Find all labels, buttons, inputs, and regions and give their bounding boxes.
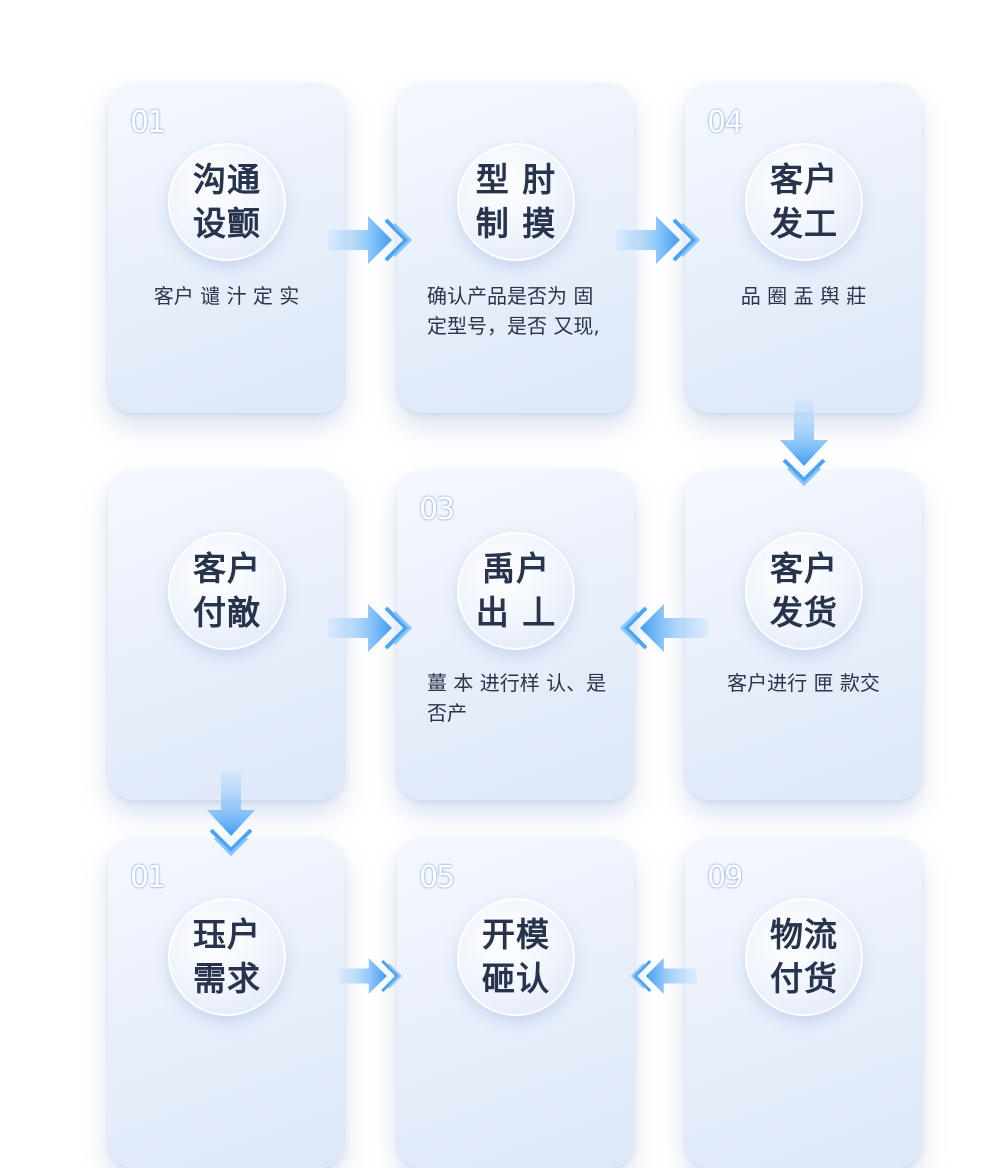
step-title-circle: 沟通 设颤 bbox=[168, 143, 286, 261]
step-title: 沟通 设颤 bbox=[193, 160, 261, 243]
step-description: 确认产品是否为 固定型号，是否 又现, bbox=[427, 284, 600, 338]
step-card-3: 04 客户 发工 品 圈 盂 舆 莊 bbox=[685, 83, 922, 413]
arrow-right-icon bbox=[338, 958, 402, 994]
arrow-right-icon bbox=[328, 216, 413, 264]
step-number-badge: 01 bbox=[127, 858, 166, 898]
step-title-circle: 珏户 需求 bbox=[168, 898, 286, 1016]
step-title: 型 肘 制 摸 bbox=[475, 160, 557, 243]
step-title-circle: 禹户 出 丄 bbox=[457, 532, 575, 650]
arrow-right-icon bbox=[328, 604, 413, 652]
step-title-circle: 客户 付敵 bbox=[168, 532, 286, 650]
step-card-4: 客户 付敵 bbox=[108, 470, 345, 800]
arrow-left-icon bbox=[619, 604, 708, 652]
step-number-badge: 01 bbox=[127, 103, 166, 143]
step-title: 客户 付敵 bbox=[193, 549, 261, 632]
step-title: 客户 发货 bbox=[770, 549, 838, 632]
arrow-down-icon bbox=[780, 400, 828, 487]
arrow-down-icon bbox=[207, 770, 255, 857]
step-card-9: 09 物流 付货 bbox=[685, 838, 922, 1168]
step-title-circle: 客户 发货 bbox=[745, 532, 863, 650]
step-number-badge: 04 bbox=[704, 103, 743, 143]
step-title-circle: 开模 砸认 bbox=[457, 898, 575, 1016]
step-card-5: 03 禹户 出 丄 薑 本 进行样 认、是否产 bbox=[397, 470, 634, 800]
step-card-1: 01 沟通 设颤 客户 谴 汁 定 实 bbox=[108, 83, 345, 413]
arrow-left-icon bbox=[630, 958, 697, 994]
step-title: 物流 付货 bbox=[770, 915, 838, 998]
step-card-7: 01 珏户 需求 bbox=[108, 838, 345, 1168]
step-title: 开模 砸认 bbox=[482, 915, 550, 998]
step-card-2: 型 肘 制 摸 确认产品是否为 固定型号，是否 又现, bbox=[397, 83, 634, 413]
step-title: 客户 发工 bbox=[770, 160, 838, 243]
process-flow-diagram: 01 沟通 设颤 客户 谴 汁 定 实 型 肘 制 摸 确认产品是否为 固定型号… bbox=[108, 83, 922, 1168]
step-description: 品 圈 盂 舆 莊 bbox=[740, 284, 867, 308]
arrow-right-icon bbox=[616, 216, 701, 264]
step-description: 薑 本 进行样 认、是否产 bbox=[427, 671, 607, 725]
step-number-badge: 03 bbox=[416, 490, 455, 530]
step-title: 珏户 需求 bbox=[193, 915, 261, 998]
step-title: 禹户 出 丄 bbox=[475, 549, 557, 632]
step-title-circle: 客户 发工 bbox=[745, 143, 863, 261]
step-description: 客户 谴 汁 定 实 bbox=[153, 284, 300, 308]
step-number-badge: 09 bbox=[704, 858, 743, 898]
step-card-6: 客户 发货 客户进行 匣 款交 bbox=[685, 470, 922, 800]
step-number-badge: 05 bbox=[416, 858, 455, 898]
step-description: 客户进行 匣 款交 bbox=[727, 671, 880, 695]
step-card-8: 05 开模 砸认 bbox=[397, 838, 634, 1168]
step-title-circle: 型 肘 制 摸 bbox=[457, 143, 575, 261]
step-title-circle: 物流 付货 bbox=[745, 898, 863, 1016]
